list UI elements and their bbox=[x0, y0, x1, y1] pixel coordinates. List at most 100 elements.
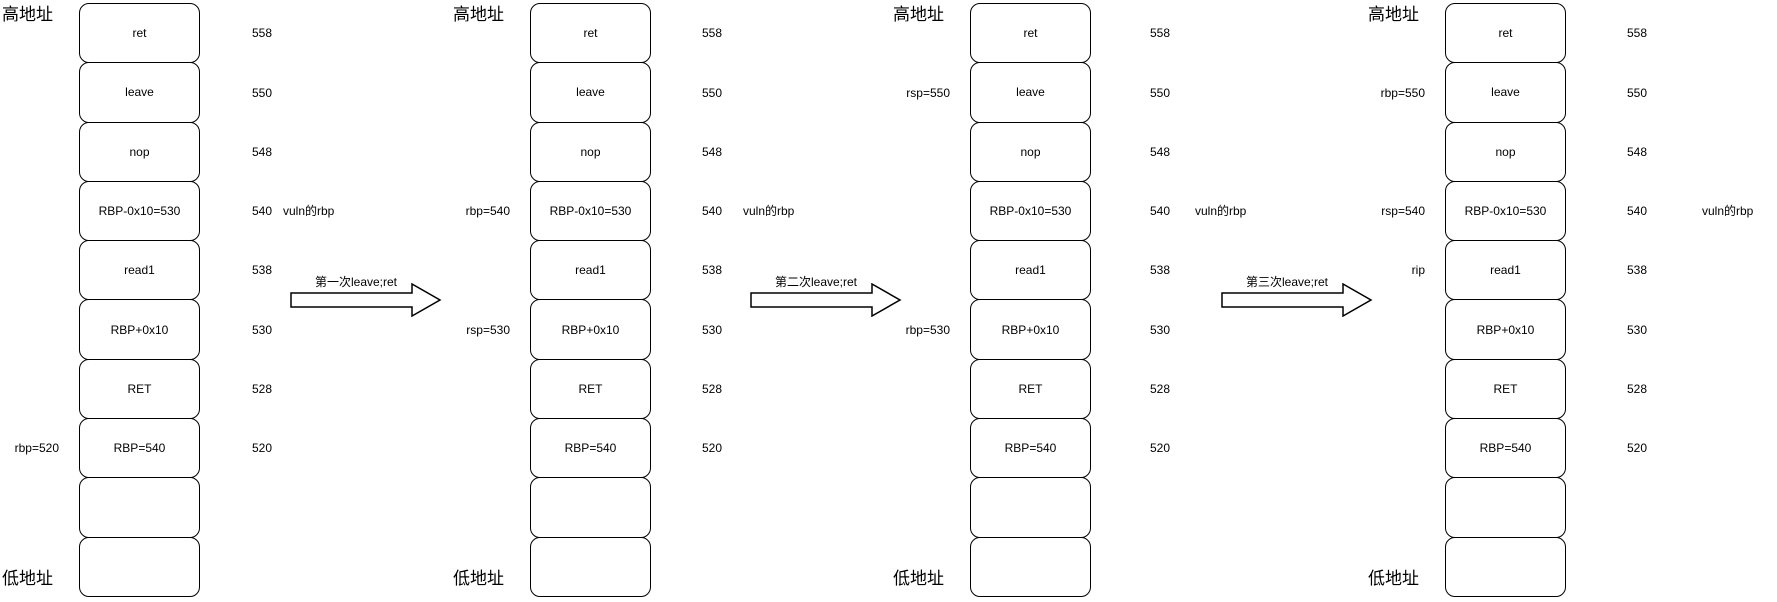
stack-cell: RET bbox=[79, 358, 200, 420]
leave-ret-arrow-3: 第三次leave;ret bbox=[1221, 276, 1373, 320]
address-label: 558 bbox=[1627, 26, 1648, 40]
stack-box: ret leave nop RBP-0x10=530 read1 RBP+0x1… bbox=[79, 3, 200, 597]
stack-box: ret leave nop RBP-0x10=530 read1 RBP+0x1… bbox=[970, 3, 1091, 597]
address-label: 538 bbox=[1150, 263, 1171, 277]
right-arrow-icon bbox=[1221, 283, 1373, 317]
address-label: 530 bbox=[252, 323, 273, 337]
pointer-label-rsp: rsp=550 bbox=[906, 86, 950, 100]
address-label: 528 bbox=[1150, 382, 1171, 396]
address-label: 550 bbox=[1627, 86, 1648, 100]
address-label: 538 bbox=[1627, 263, 1648, 277]
high-address-label: 高地址 bbox=[1368, 5, 1419, 24]
stack-cell: ret bbox=[1445, 3, 1566, 64]
address-label: 548 bbox=[252, 145, 273, 159]
stack-cell: ret bbox=[970, 3, 1091, 64]
leave-ret-arrow-1: 第一次leave;ret bbox=[290, 276, 442, 320]
high-address-label: 高地址 bbox=[893, 5, 944, 24]
stack-cell: leave bbox=[1445, 62, 1566, 123]
stack-cell bbox=[970, 477, 1091, 538]
address-label: 548 bbox=[1627, 145, 1648, 159]
address-label: 538 bbox=[252, 263, 273, 277]
address-label: 550 bbox=[252, 86, 273, 100]
stack-cell: RBP+0x10 bbox=[970, 299, 1091, 360]
pointer-label-rsp: rsp=530 bbox=[466, 323, 510, 337]
stack-cell: leave bbox=[79, 62, 200, 123]
address-label: 530 bbox=[1150, 323, 1171, 337]
low-address-label: 低地址 bbox=[893, 569, 944, 588]
stack-cell: RBP-0x10=530 bbox=[1445, 180, 1566, 242]
leave-ret-arrow-2: 第二次leave;ret bbox=[750, 276, 902, 320]
stack-cell bbox=[1445, 477, 1566, 538]
low-address-label: 低地址 bbox=[1368, 569, 1419, 588]
arrow-label: 第二次leave;ret bbox=[774, 275, 858, 289]
pointer-label-rbp: rbp=550 bbox=[1380, 86, 1425, 100]
address-label: 548 bbox=[702, 145, 723, 159]
stack-cell bbox=[79, 477, 200, 538]
address-label: 540 bbox=[1150, 204, 1171, 218]
stack-cell: RET bbox=[970, 358, 1091, 420]
address-label: 540 bbox=[1627, 204, 1648, 218]
address-label: 530 bbox=[702, 323, 723, 337]
stack-cell: leave bbox=[970, 62, 1091, 123]
vuln-rbp-label: vuln的rbp bbox=[1195, 204, 1247, 218]
stack-cell: RBP+0x10 bbox=[1445, 299, 1566, 360]
stack-cell: RBP=540 bbox=[79, 418, 200, 479]
address-label: 528 bbox=[702, 382, 723, 396]
high-address-label: 高地址 bbox=[453, 5, 504, 24]
arrow-label: 第三次leave;ret bbox=[1245, 275, 1329, 289]
stack-cell: RET bbox=[530, 358, 651, 420]
address-label: 528 bbox=[252, 382, 273, 396]
stack-cell: leave bbox=[530, 62, 651, 123]
address-label: 550 bbox=[702, 86, 723, 100]
stack-cell: RBP=540 bbox=[970, 418, 1091, 479]
address-label: 538 bbox=[702, 263, 723, 277]
arrow-label: 第一次leave;ret bbox=[314, 275, 398, 289]
address-label: 528 bbox=[1627, 382, 1648, 396]
stack-cell bbox=[1445, 536, 1566, 597]
stack-box: ret leave nop RBP-0x10=530 read1 RBP+0x1… bbox=[1445, 3, 1566, 597]
address-label: 558 bbox=[252, 26, 273, 40]
stack-cell bbox=[530, 536, 651, 597]
stack-cell: read1 bbox=[530, 240, 651, 301]
address-label: 520 bbox=[1150, 441, 1171, 455]
stack-cell: RBP=540 bbox=[530, 418, 651, 479]
low-address-label: 低地址 bbox=[2, 569, 53, 588]
stack-cell: RBP-0x10=530 bbox=[530, 180, 651, 242]
stack-cell: RBP=540 bbox=[1445, 418, 1566, 479]
address-label: 550 bbox=[1150, 86, 1171, 100]
stack-cell: RBP+0x10 bbox=[79, 299, 200, 360]
stack-cell: nop bbox=[530, 121, 651, 182]
address-label: 558 bbox=[1150, 26, 1171, 40]
stack-cell bbox=[79, 536, 200, 597]
address-label: 558 bbox=[702, 26, 723, 40]
pointer-label-rsp: rsp=540 bbox=[1381, 204, 1425, 218]
stack-cell: read1 bbox=[970, 240, 1091, 301]
stack-cell: ret bbox=[79, 3, 200, 64]
pointer-label-rbp: rbp=530 bbox=[905, 323, 950, 337]
right-arrow-icon bbox=[290, 283, 442, 317]
address-label: 548 bbox=[1150, 145, 1171, 159]
high-address-label: 高地址 bbox=[2, 5, 53, 24]
right-arrow-icon bbox=[750, 283, 902, 317]
stack-cell: ret bbox=[530, 3, 651, 64]
stack-box: ret leave nop RBP-0x10=530 read1 RBP+0x1… bbox=[530, 3, 651, 597]
pointer-label-rip: rip bbox=[1411, 263, 1425, 277]
stack-cell: RBP-0x10=530 bbox=[970, 180, 1091, 242]
vuln-rbp-label: vuln的rbp bbox=[283, 204, 335, 218]
address-label: 520 bbox=[702, 441, 723, 455]
stack-cell bbox=[970, 536, 1091, 597]
stack-cell: read1 bbox=[79, 240, 200, 301]
vuln-rbp-label: vuln的rbp bbox=[743, 204, 795, 218]
stack-cell: RBP+0x10 bbox=[530, 299, 651, 360]
stack-cell: nop bbox=[970, 121, 1091, 182]
address-label: 540 bbox=[252, 204, 273, 218]
pointer-label-rbp: rbp=520 bbox=[14, 441, 59, 455]
stack-cell: RBP-0x10=530 bbox=[79, 180, 200, 242]
stack-cell: nop bbox=[79, 121, 200, 182]
stack-cell: nop bbox=[1445, 121, 1566, 182]
address-label: 520 bbox=[252, 441, 273, 455]
low-address-label: 低地址 bbox=[453, 569, 504, 588]
vuln-rbp-label: vuln的rbp bbox=[1702, 204, 1754, 218]
address-label: 520 bbox=[1627, 441, 1648, 455]
